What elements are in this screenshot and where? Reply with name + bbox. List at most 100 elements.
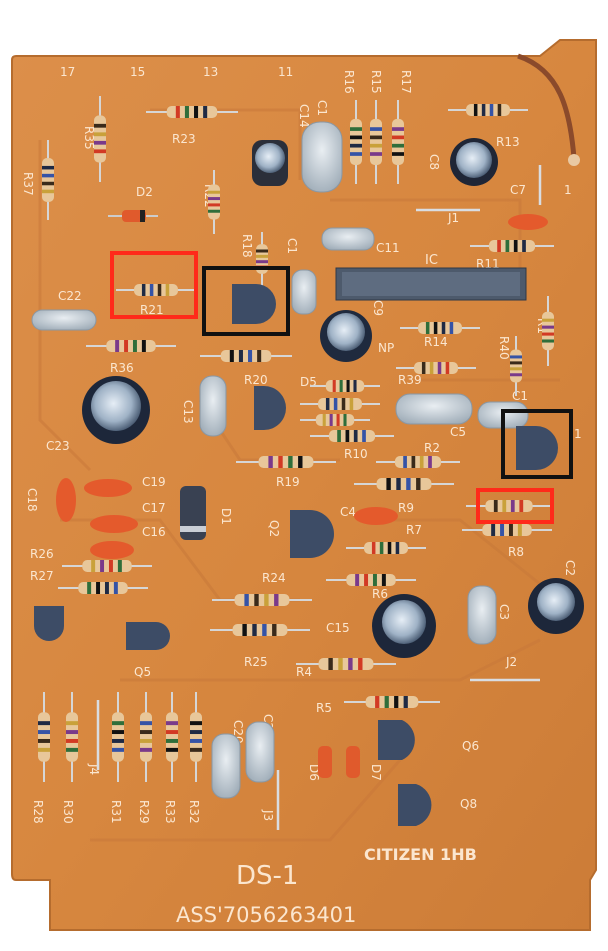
label-R16: R16	[342, 70, 356, 94]
label-R4: R4	[296, 665, 312, 679]
model-label: DS-1	[236, 861, 298, 891]
label-J1: J1	[447, 211, 459, 225]
resistor	[190, 692, 202, 782]
label-C13: C13	[181, 400, 195, 424]
resistor	[310, 380, 380, 392]
resistor	[462, 524, 552, 536]
label-R6: R6	[372, 587, 388, 601]
label-C16: C16	[142, 525, 166, 539]
resistor	[542, 296, 554, 366]
label-D1: D1	[219, 508, 233, 525]
electrolytic-capacitors	[82, 138, 584, 658]
resistor	[38, 692, 50, 782]
transistor-q3	[254, 386, 286, 430]
label-C17: C17	[142, 501, 166, 515]
cap-c19	[84, 479, 132, 497]
label-C11: C11	[376, 241, 400, 255]
resistor	[112, 692, 124, 782]
label-Q6: Q6	[462, 739, 479, 753]
resistor	[326, 574, 416, 586]
label-J2: J2	[505, 655, 517, 669]
diode-d7	[346, 746, 360, 778]
label-R10: R10	[344, 447, 368, 461]
brown-wire	[517, 53, 577, 159]
cap-c22	[31, 309, 97, 331]
label-R31: R31	[109, 800, 123, 824]
resistor	[354, 478, 454, 490]
label-pin13: 13	[203, 65, 218, 79]
label-R30: R30	[61, 800, 75, 824]
ic-chip	[335, 267, 527, 301]
resistor	[344, 696, 440, 708]
resistor	[208, 170, 220, 234]
diode-d2	[108, 210, 158, 222]
label-R24: R24	[262, 571, 286, 585]
label-R26: R26	[30, 547, 54, 561]
diodes	[108, 210, 360, 778]
label-C1b: C1	[512, 389, 528, 403]
label-R13: R13	[496, 135, 520, 149]
label-R15: R15	[369, 70, 383, 94]
wire-pad	[568, 154, 580, 166]
label-C14: C14	[297, 104, 311, 128]
label-C9: C9	[371, 300, 385, 316]
cap-c8	[450, 138, 498, 186]
label-C12: C1	[285, 238, 299, 254]
label-C7: C7	[510, 183, 526, 197]
label-R2: R2	[424, 441, 440, 455]
label-R37: R37	[21, 172, 35, 196]
label-R33: R33	[163, 800, 177, 824]
transistor-q6	[378, 720, 415, 760]
label-R20: R20	[244, 373, 268, 387]
circuit-board	[11, 39, 597, 931]
resistor	[116, 284, 196, 296]
transistor-q5	[126, 622, 170, 650]
label-Q8: Q8	[460, 797, 477, 811]
label-R27: R27	[30, 569, 54, 583]
resistor	[370, 100, 382, 184]
resistor	[210, 624, 310, 636]
label-R23: R23	[172, 132, 196, 146]
label-Q5: Q5	[134, 665, 151, 679]
resistors	[38, 96, 554, 782]
label-C3: C3	[497, 604, 511, 620]
cap-c6	[395, 393, 473, 425]
cap-c16	[90, 541, 134, 559]
label-R14: R14	[424, 335, 448, 349]
resistor	[510, 336, 522, 396]
label-R9: R9	[398, 501, 414, 515]
transistor-q8	[398, 784, 432, 826]
label-R18: R18	[240, 234, 254, 258]
resistor	[300, 398, 380, 410]
resistor	[310, 430, 394, 442]
label-R19: R19	[276, 475, 300, 489]
label-Q1: 1	[574, 427, 582, 441]
transistors	[34, 284, 558, 826]
label-pin1: 1	[564, 183, 572, 197]
label-C18: C18	[25, 488, 39, 512]
resistor	[392, 100, 404, 184]
silkscreen-labels: 17 15 13 11 R16 R15 R17 C14 C1 R35 R23 R…	[21, 65, 582, 927]
diode-d6	[318, 746, 332, 778]
resistor	[448, 104, 528, 116]
cap-c12	[291, 269, 317, 315]
label-R29: R29	[137, 800, 151, 824]
label-Q2: Q2	[267, 520, 281, 537]
resistor	[58, 582, 148, 594]
resistor	[42, 140, 54, 220]
label-C19: C19	[142, 475, 166, 489]
cap-c7	[508, 214, 548, 230]
film-capacitors	[31, 121, 529, 799]
resistor	[400, 322, 480, 334]
resistor	[396, 362, 476, 374]
ceramic-capacitors	[56, 214, 548, 559]
resistor	[166, 692, 178, 782]
label-C2: C2	[563, 560, 577, 576]
label-C23: C23	[46, 439, 70, 453]
label-R40: R40	[497, 336, 511, 360]
label-pin11: 11	[278, 65, 293, 79]
label-R8: R8	[508, 545, 524, 559]
label-R21: R21	[140, 303, 164, 317]
label-R36: R36	[110, 361, 134, 375]
